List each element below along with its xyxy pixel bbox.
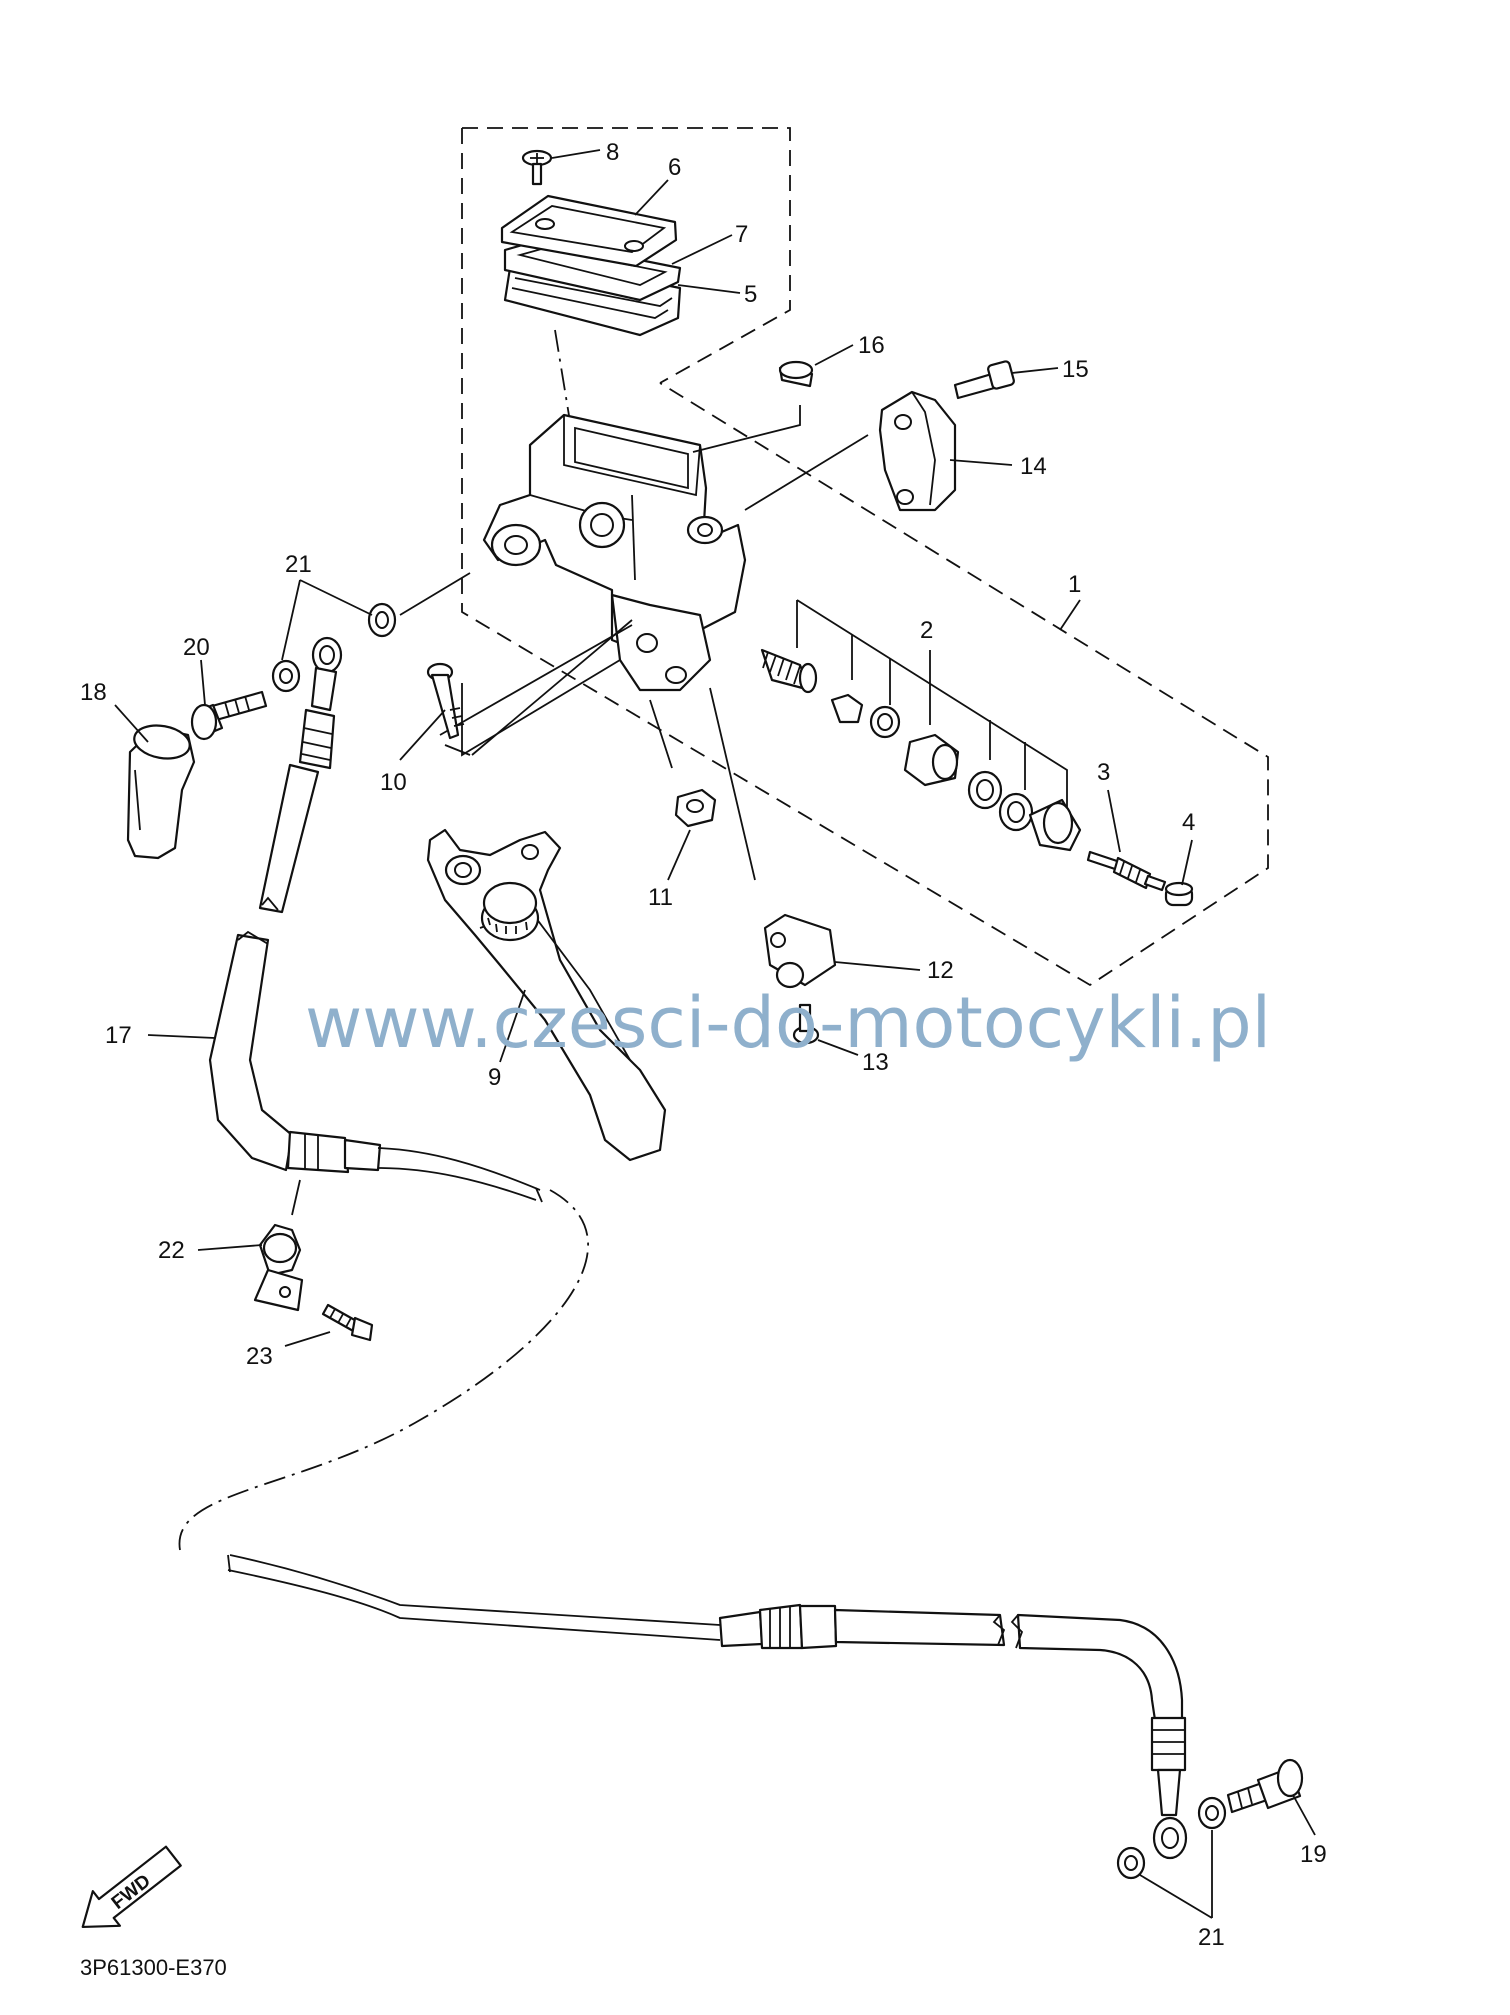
cap-plug-16: [778, 360, 814, 388]
screw-13: [792, 1003, 820, 1045]
leader-lines: [399, 405, 869, 881]
washer-21-left: [271, 659, 301, 693]
adjuster-knob: [480, 881, 540, 942]
callout-21-lower: 21: [1198, 1924, 1225, 1951]
washer-21-right: [1197, 1796, 1227, 1830]
cap-screw-8: [521, 149, 553, 186]
reservoir-cap-stack: [500, 149, 682, 441]
callout-17: 17: [105, 1022, 132, 1049]
washer-21-bottom: [1116, 1846, 1146, 1880]
callout-16: 16: [858, 332, 885, 359]
callout-22: 22: [158, 1237, 185, 1264]
callout-8: 8: [606, 139, 619, 166]
callout-20: 20: [183, 634, 210, 661]
master-cylinder-body: [482, 413, 747, 692]
clutch-hose-17: [178, 636, 1188, 1860]
bolt-15: [953, 360, 1015, 400]
callout-3: 3: [1097, 759, 1110, 786]
callout-10: 10: [380, 769, 407, 796]
callout-15: 15: [1062, 356, 1089, 383]
washer-21-upper: [367, 602, 397, 638]
diagram-code: 3P61300-E370: [80, 1955, 227, 1980]
callout-13: 13: [862, 1049, 889, 1076]
callout-21-upper: 21: [285, 551, 312, 578]
union-bolt-20: [190, 690, 268, 741]
holder-clamp-14: [878, 390, 957, 512]
callout-23: 23: [246, 1343, 273, 1370]
assembly-outline: [461, 127, 1269, 987]
watermark: www.czesci-do-motocykli.pl: [305, 982, 1271, 1064]
piston-kit-2: [760, 599, 1082, 852]
callout-14: 14: [1020, 453, 1047, 480]
callout-labels: 1 2 3 4 5 6 7 8 9 10 11 12 13 14 15 16 1…: [80, 139, 1327, 1951]
callout-leaders: [114, 149, 1316, 1919]
pivot-bolt-10: [426, 662, 465, 740]
callout-12: 12: [927, 957, 954, 984]
callout-2: 2: [920, 617, 933, 644]
switch-12: [763, 913, 837, 989]
spring: [760, 648, 818, 694]
push-rod-3: [1086, 850, 1167, 892]
callout-9: 9: [488, 1064, 501, 1091]
callout-1: 1: [1068, 571, 1081, 598]
callout-5: 5: [744, 281, 757, 308]
fwd-arrow-icon: FWD: [81, 1845, 182, 1929]
hose-guide-22: [253, 1179, 304, 1312]
callout-6: 6: [668, 154, 681, 181]
bolt-23: [321, 1303, 374, 1342]
callout-4: 4: [1182, 809, 1195, 836]
callout-19: 19: [1300, 1841, 1327, 1868]
callout-11: 11: [648, 884, 673, 911]
callout-7: 7: [735, 221, 748, 248]
rubber-boot-18: [126, 724, 196, 860]
nut-11: [674, 788, 717, 828]
cap-4: [1164, 881, 1194, 907]
callout-18: 18: [80, 679, 107, 706]
clutch-lever-9: [426, 828, 667, 1162]
union-bolt-19: [1226, 1758, 1304, 1814]
